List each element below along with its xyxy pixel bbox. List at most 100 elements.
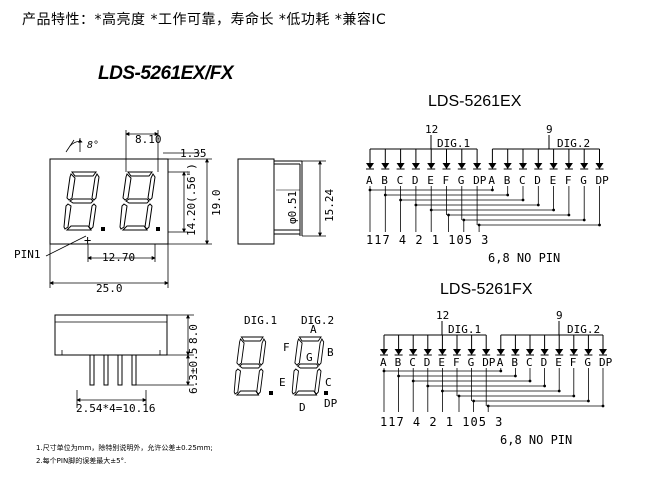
diode-11 bbox=[533, 162, 543, 170]
seg-label-14: G bbox=[580, 174, 587, 187]
diode-15 bbox=[598, 348, 608, 356]
seg-label-10: C bbox=[519, 174, 526, 187]
seg-label-15: DP bbox=[599, 356, 613, 369]
diode-12 bbox=[549, 162, 559, 170]
seg-label-0: A bbox=[380, 356, 387, 369]
diode-4 bbox=[437, 348, 447, 356]
front-digit-1 bbox=[63, 171, 100, 231]
diode-6 bbox=[457, 162, 467, 170]
diode-2 bbox=[396, 162, 406, 170]
dig2-label: DIG.2 bbox=[567, 323, 600, 336]
diode-3 bbox=[423, 348, 433, 356]
dig2-pin-number: 9 bbox=[546, 123, 553, 136]
seg-label-11: D bbox=[541, 356, 548, 369]
diode-0 bbox=[379, 348, 389, 356]
note-1: 1.尺寸单位为mm，除特别说明外，允许公差±0.25mm; bbox=[36, 444, 213, 452]
diode-10 bbox=[525, 348, 535, 356]
depth-dim: 15.24 bbox=[323, 189, 336, 222]
diode-9 bbox=[503, 162, 513, 170]
seg-label-10: C bbox=[526, 356, 533, 369]
body-height-dim: 8.0 bbox=[187, 324, 200, 344]
seg-width-dim: 1.35 bbox=[180, 147, 207, 160]
seg-label-11: D bbox=[534, 174, 541, 187]
note-2: 2.每个PIN脚的误差最大±5°. bbox=[36, 457, 127, 465]
total-width-dim: 25.0 bbox=[96, 282, 123, 295]
diode-14 bbox=[579, 162, 589, 170]
seg-label-g: G bbox=[306, 351, 313, 364]
seg-label-12: E bbox=[555, 356, 562, 369]
diode-14 bbox=[583, 348, 593, 356]
model-title: LDS-5261EX/FX bbox=[98, 63, 234, 84]
seg-label-8: A bbox=[488, 174, 495, 187]
dig2-pin-number: 9 bbox=[556, 309, 563, 322]
diode-1 bbox=[380, 162, 390, 170]
pin-pitch-dim: 2.54*4=10.16 bbox=[76, 402, 155, 415]
seg-label-5: F bbox=[453, 356, 460, 369]
pin-spacing-dim: 12.70 bbox=[102, 251, 135, 264]
seg-label-1: B bbox=[381, 174, 388, 187]
dig2-label: DIG.2 bbox=[557, 137, 590, 150]
total-height-dim: 19.0 bbox=[210, 190, 223, 217]
seg-label-9: B bbox=[511, 356, 518, 369]
diode-13 bbox=[569, 348, 579, 356]
no-pin-note: 6,8 NO PIN bbox=[500, 433, 572, 447]
bottom-pin-numbers: 117 4 2 1 105 3 bbox=[366, 233, 489, 247]
ex-circuit-title: LDS-5261EX bbox=[428, 93, 522, 110]
seg-label-9: B bbox=[504, 174, 511, 187]
pitch-dim: 8.10 bbox=[135, 133, 162, 146]
diode-10 bbox=[518, 162, 528, 170]
seg-label-d: D bbox=[299, 401, 306, 414]
diode-4 bbox=[426, 162, 436, 170]
seg-label-b: B bbox=[327, 346, 334, 359]
diode-6 bbox=[467, 348, 477, 356]
diode-7 bbox=[472, 162, 482, 170]
seg-label-0: A bbox=[366, 174, 373, 187]
pin1-marker: + bbox=[84, 233, 91, 247]
segment-diagram: DIG.1 DIG.2 A F G B E C D DP bbox=[233, 314, 338, 414]
diode-8 bbox=[496, 348, 506, 356]
dig1-pin-number: 12 bbox=[436, 309, 449, 322]
seg-label-3: D bbox=[412, 174, 419, 187]
seg-label-8: A bbox=[497, 356, 504, 369]
seg-label-c: C bbox=[325, 376, 332, 389]
diode-9 bbox=[510, 348, 520, 356]
angle-dim: 8° bbox=[87, 140, 99, 151]
seg-label-dp: DP bbox=[324, 397, 338, 410]
dig1-pin-number: 12 bbox=[425, 123, 438, 136]
seg-label-13: F bbox=[570, 356, 577, 369]
diode-3 bbox=[411, 162, 421, 170]
seg-label-2: C bbox=[409, 356, 416, 369]
seg-label-f: F bbox=[283, 341, 290, 354]
pin1-label: PIN1 bbox=[14, 248, 41, 261]
diode-2 bbox=[408, 348, 418, 356]
diode-1 bbox=[394, 348, 404, 356]
features-line: 产品特性：*高亮度 *工作可靠，寿命长 *低功耗 *兼容IC bbox=[22, 12, 387, 28]
dig1-label: DIG.1 bbox=[448, 323, 481, 336]
diode-5 bbox=[442, 162, 451, 170]
diode-12 bbox=[554, 348, 564, 356]
dig1-label: DIG.1 bbox=[437, 137, 470, 150]
seg-label-6: G bbox=[458, 174, 465, 187]
bottom-pin-numbers: 117 4 2 1 105 3 bbox=[380, 415, 503, 429]
seg-label-3: D bbox=[424, 356, 431, 369]
diode-11 bbox=[540, 348, 550, 356]
no-pin-note: 6,8 NO PIN bbox=[488, 251, 560, 265]
seg-label-5: F bbox=[443, 174, 450, 187]
fx-circuit-title: LDS-5261FX bbox=[440, 281, 533, 298]
pin-length-dim: 6.3±0.5 bbox=[187, 348, 200, 394]
seg-label-a: A bbox=[310, 323, 317, 336]
diode-5 bbox=[452, 348, 462, 356]
seg-label-14: G bbox=[584, 356, 591, 369]
seg-label-15: DP bbox=[596, 174, 610, 187]
seg-label-4: E bbox=[438, 356, 445, 369]
pin-dia-dim: φ0.51 bbox=[286, 191, 299, 224]
seg-label-1: B bbox=[395, 356, 402, 369]
seg-label-4: E bbox=[427, 174, 434, 187]
seg-label-7: DP bbox=[473, 174, 487, 187]
digit-height-dim: 14.20(.56") bbox=[185, 163, 198, 236]
seg-label-2: C bbox=[397, 174, 404, 187]
